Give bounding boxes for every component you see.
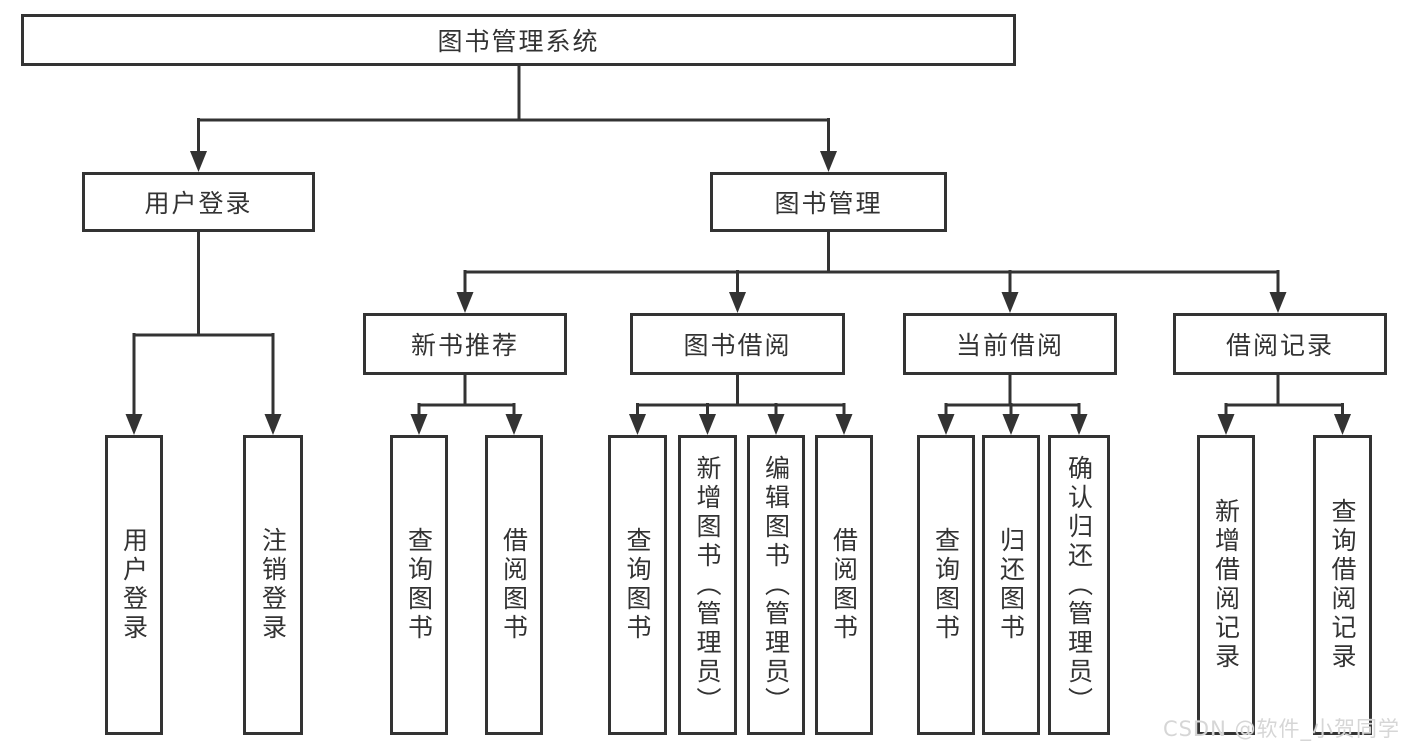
connector-book-borrow-to-children [636,373,846,416]
arrowheads [125,151,1351,435]
arrow-down-icon [1217,414,1235,435]
node-cb-confirm-return-admin: 确认归还（管理员） [1048,435,1110,735]
arrow-down-icon [505,414,523,435]
node-user-login: 用户登录 [82,172,315,232]
connector-root-to-level2 [197,64,830,153]
node-borrow-record: 借阅记录 [1173,313,1387,375]
node-bb-borrow-books: 借阅图书 [815,435,873,735]
arrow-down-icon [1001,292,1019,313]
arrow-down-icon [1002,414,1020,435]
node-root: 图书管理系统 [21,14,1016,66]
connector-book-mgmt-to-level3 [463,230,1280,294]
arrow-down-icon [456,292,474,313]
csdn-watermark: CSDN @软件_小贺同学 [1162,717,1400,741]
arrow-down-icon [1334,414,1351,435]
node-logout-leaf: 注销登录 [243,435,303,735]
node-nb-borrow-books: 借阅图书 [485,435,543,735]
node-bb-edit-books-admin: 编辑图书（管理员） [747,435,805,735]
connector-user-login-to-children [132,230,275,416]
arrow-down-icon [264,414,282,435]
connector-new-book-rec-to-children [417,373,516,416]
connector-borrow-record-to-children [1224,373,1344,416]
arrow-down-icon [410,414,428,435]
node-nb-query-books: 查询图书 [390,435,448,735]
connector-current-borrow-to-children [944,373,1081,416]
node-current-borrow: 当前借阅 [903,313,1117,375]
node-bb-query-books: 查询图书 [608,435,667,735]
arrow-down-icon [699,414,716,435]
node-cb-query-books: 查询图书 [917,435,975,735]
node-br-query-record: 查询借阅记录 [1313,435,1372,735]
node-new-book-rec: 新书推荐 [363,313,567,375]
arrow-down-icon [125,414,143,435]
node-cb-return-books: 归还图书 [982,435,1040,735]
arrow-down-icon [729,292,746,313]
node-user-login-leaf: 用户登录 [105,435,163,735]
arrow-down-icon [190,151,207,172]
node-book-mgmt: 图书管理 [710,172,947,232]
arrow-down-icon [629,414,646,435]
node-bb-add-books-admin: 新增图书（管理员） [678,435,737,735]
node-book-borrow: 图书借阅 [630,313,845,375]
arrow-down-icon [767,414,785,435]
arrow-down-icon [835,414,853,435]
arrow-down-icon [937,414,955,435]
node-br-add-record: 新增借阅记录 [1197,435,1255,735]
arrow-down-icon [1269,292,1287,313]
arrow-down-icon [820,151,837,172]
arrow-down-icon [1070,414,1088,435]
